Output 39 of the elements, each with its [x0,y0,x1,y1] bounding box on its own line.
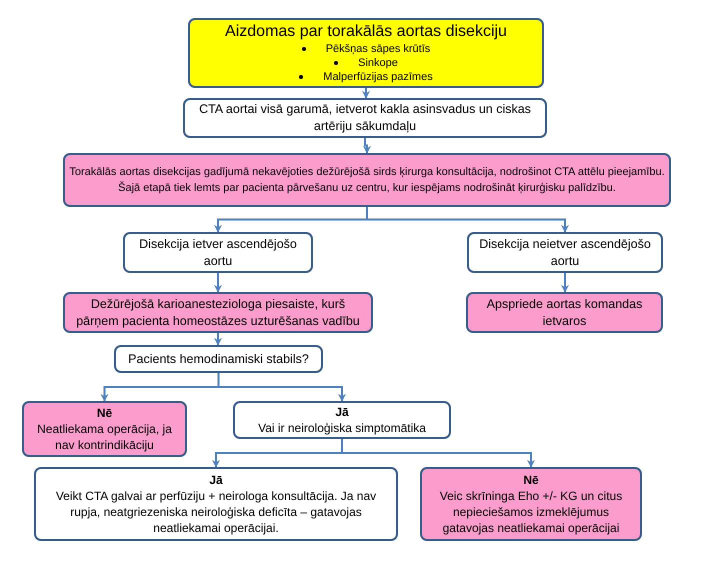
node-text: Vai ir neiroloģiska simptomātika [258,420,426,436]
node-title: Aizdomas par torakālās aortas disekciju [225,22,507,42]
answer-label: Nē [523,472,539,488]
arrow [561,273,569,293]
arrow [341,439,535,468]
node-text: Torakālās aortas disekcijas gadījumā nekavējoties dežūrējošā sirds ķirurga konsultācija, nodrošinot CTA attēlu pieejamību. [69,165,665,180]
answer-label: Jā [335,404,349,420]
arrow [214,273,222,293]
arrow [214,333,222,346]
node-text: Disekcija neietver ascendējošo aortu [478,236,652,270]
bullet-item: Pēkšņas sāpes krūtīs [302,42,430,56]
flow-box [114,345,323,373]
node-text: Pacients hemodinamiski stabils? [128,350,309,368]
flow-box [467,232,663,273]
flow-box [466,292,663,333]
flow-box [34,467,398,541]
node-text: Apspriede aortas komandas ietvaros [486,296,644,330]
arrow [363,138,371,154]
flow-box [233,401,451,439]
node-text: Dežūrējošā karioanesteziologa piesaiste, kurš pārņem pacienta homeostāzes uzturēšanas vadību [75,296,361,330]
bullet-item: Malperfūzijas pazīmes [299,70,433,84]
flow-box [188,18,544,88]
flow-box [123,232,313,273]
flow-box [183,98,547,138]
arrow [366,207,569,233]
flow-box [420,467,642,541]
flow-box [63,292,373,333]
flow-box [22,401,187,457]
bullet-item: Sinkope [334,56,398,70]
arrow [362,88,370,99]
node-text: CTA aortai visā garumā, ietverot kakla asinsvadus un ciskas artēriju sākumdaļu [198,101,532,135]
flow-box [63,153,671,207]
node-text: Veic skrīninga Eho +/- KG un citus nepieciešamos izmeklējumus gatavojas neatliekamai operācijai [438,488,624,536]
answer-label: Jā [209,472,223,488]
answer-label: Nē [96,405,112,421]
node-text: Neatliekama operācija, ja nav kontrindikāciju [36,421,173,453]
node-text: Veikt CTA galvai ar perfūziju + neirologa konsultācija. Ja nav rupja, neatgriezeniska neiroloģiska deficīta – gatavojas neatliekamai operācijai. [54,488,378,536]
node-text: Šajā etapā tiek lemts par pacienta pārvešanu uz centru, kur iespējams nodrošināt ķirurģisku palīdzību. [118,180,616,196]
node-text: Disekcija ietver ascendējošo aortu [138,236,298,270]
